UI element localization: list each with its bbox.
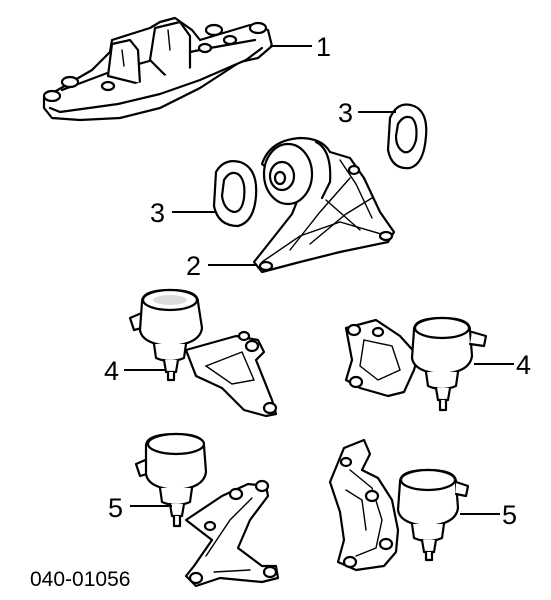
engine-mount-left-4 (128, 288, 278, 418)
callout-5-right: 5 (502, 500, 517, 530)
transmission-crossmember (42, 16, 274, 122)
callout-5-left: 5 (108, 493, 123, 523)
figure-code: 040-01056 (30, 568, 130, 591)
callout-1: 1 (316, 32, 331, 62)
insulator-upper (386, 103, 428, 170)
callout-4-right: 4 (516, 350, 531, 380)
engine-mount-right-4 (344, 316, 488, 412)
engine-mount-left-5 (134, 432, 280, 588)
callout-2: 2 (186, 251, 201, 281)
callout-3-lower: 3 (150, 198, 165, 228)
insulator-lower (212, 160, 258, 228)
callout-3-upper: 3 (338, 98, 353, 128)
transmission-mount-bracket (252, 136, 396, 274)
engine-mount-right-5 (328, 438, 470, 572)
callout-4-left: 4 (104, 356, 119, 386)
